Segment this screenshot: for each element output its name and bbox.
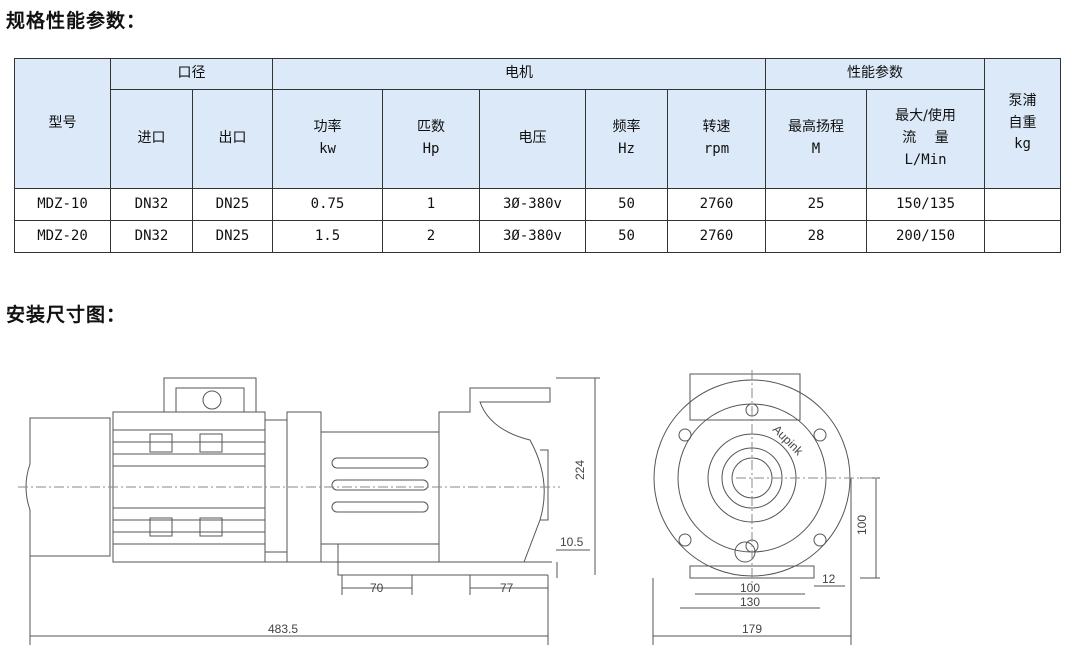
table-cell: 150/135 — [866, 188, 986, 221]
header-power-unit: kw — [319, 141, 336, 157]
header-poles-label: 匹数 — [417, 119, 445, 136]
dim-77-label: 77 — [500, 581, 514, 595]
header-flow-label2: 流 量 — [902, 130, 949, 147]
table-cell: 200/150 — [866, 220, 986, 253]
header-outlet: 出口 — [192, 89, 273, 189]
table-cell: 25 — [765, 188, 868, 221]
header-weight-line1: 泵浦 — [1008, 92, 1037, 109]
table-row: MDZ-10 DN32 DN25 0.75 1 3Ø-380v 50 2760 … — [14, 188, 1062, 221]
header-frequency-label: 频率 — [612, 119, 641, 136]
header-power: 功率 kw — [272, 89, 383, 189]
dim-shaft-height-label: 100 — [855, 515, 869, 535]
header-weight: 泵浦 自重 kg — [984, 58, 1062, 189]
table-cell: 2760 — [666, 220, 767, 253]
table-cell — [984, 220, 1062, 253]
dim-224-label: 224 — [573, 460, 587, 480]
header-poles-unit: Hp — [422, 141, 440, 157]
header-speed-unit: rpm — [703, 141, 730, 157]
dim-179-label: 179 — [742, 622, 762, 636]
pump-casing — [438, 387, 551, 563]
header-head-unit: M — [811, 141, 821, 157]
table-cell: DN25 — [192, 220, 273, 253]
header-power-label: 功率 — [313, 119, 342, 136]
header-performance: 性能参数 — [765, 58, 986, 90]
table-cell: 1 — [382, 188, 480, 221]
header-flow-label: 最大/使用 — [895, 108, 956, 125]
table-cell: 2760 — [666, 188, 767, 221]
header-inlet: 进口 — [110, 89, 193, 189]
header-weight-unit: kg — [1014, 136, 1031, 153]
table-cell: MDZ-10 — [14, 188, 111, 221]
table-cell: DN25 — [192, 188, 273, 221]
table-cell: 50 — [585, 188, 668, 221]
table-cell: 2 — [382, 220, 480, 253]
table-cell — [984, 188, 1062, 221]
dim-10-5-label: 10.5 — [560, 535, 584, 549]
header-frequency-unit: Hz — [618, 141, 635, 157]
dim-total-length-label: 483.5 — [268, 622, 298, 636]
pump-bracket — [320, 431, 440, 545]
table-cell: 3Ø-380v — [479, 220, 586, 253]
spec-table: 型号 口径 电机 性能参数 泵浦 自重 kg 进口 出口 功率 kw 匹数 Hp… — [14, 58, 1062, 253]
table-cell: 28 — [765, 220, 868, 253]
dim-12-label: 12 — [822, 572, 836, 586]
header-weight-line2: 自重 — [1008, 114, 1037, 131]
header-caliber: 口径 — [110, 58, 273, 90]
header-flow: 最大/使用 流 量 L/Min — [866, 89, 986, 189]
dim-130-label: 130 — [740, 595, 760, 609]
installation-drawing: 483.5 70 77 224 10.5 100 100 130 12 179 … — [18, 370, 880, 645]
header-speed-label: 转速 — [702, 119, 731, 136]
dim-100-label: 100 — [740, 581, 760, 595]
header-head: 最高扬程 M — [765, 89, 868, 189]
table-cell: 1.5 — [272, 220, 383, 253]
motor-fins — [113, 429, 265, 545]
table-cell: DN32 — [110, 188, 193, 221]
table-cell: 3Ø-380v — [479, 188, 586, 221]
table-cell: MDZ-20 — [14, 220, 111, 253]
fan-cover — [25, 417, 111, 557]
table-cell: 0.75 — [272, 188, 383, 221]
table-row: MDZ-20 DN32 DN25 1.5 2 3Ø-380v 50 2760 2… — [14, 220, 1062, 253]
table-cell: DN32 — [110, 220, 193, 253]
table-cell: 50 — [585, 220, 668, 253]
header-flow-unit: L/Min — [904, 151, 947, 168]
header-poles: 匹数 Hp — [382, 89, 480, 189]
header-voltage: 电压 — [479, 89, 586, 189]
header-model: 型号 — [14, 58, 111, 189]
front-inlet-flange — [689, 373, 801, 421]
header-speed: 转速 rpm — [666, 89, 767, 189]
terminal-box — [163, 377, 257, 413]
dim-70-label: 70 — [370, 581, 384, 595]
header-motor: 电机 — [271, 58, 767, 90]
spec-section-title: 规格性能参数： — [6, 10, 147, 32]
install-section-title: 安装尺寸图： — [6, 304, 127, 326]
header-head-label: 最高扬程 — [788, 119, 845, 136]
header-frequency: 频率 Hz — [585, 89, 668, 189]
